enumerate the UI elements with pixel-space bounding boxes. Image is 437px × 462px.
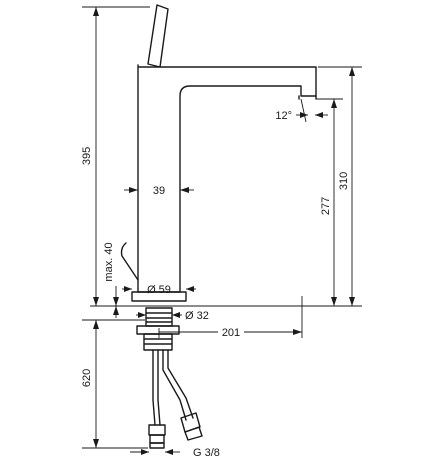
dim-outlet-height: 277 xyxy=(316,98,343,306)
dim-outlet-height-label: 277 xyxy=(320,197,332,215)
dim-spout-angle-label: 12° xyxy=(275,110,292,122)
supply-hoses xyxy=(148,349,203,449)
dim-total-height: 395 xyxy=(81,6,150,306)
dim-total-height-label: 395 xyxy=(81,147,93,165)
dim-max-deck: max. 40 xyxy=(103,242,139,318)
dim-base-diameter-label: Ø 59 xyxy=(147,284,171,296)
dim-spout-height: 310 xyxy=(318,66,362,306)
faucet-body xyxy=(137,64,317,293)
dim-hose-length-label: 620 xyxy=(81,369,93,387)
dim-base-diameter: Ø 59 xyxy=(122,284,196,296)
dim-hole-diameter-label: Ø 32 xyxy=(185,310,209,322)
dim-spout-reach-label: 201 xyxy=(222,327,240,339)
dim-connection-thread-label: G 3/8 xyxy=(193,447,220,459)
dim-spout-reach: 201 xyxy=(158,296,303,339)
dim-spout-height-label: 310 xyxy=(338,172,350,190)
dim-hose-length: 620 xyxy=(81,319,148,449)
dim-max-deck-label: max. 40 xyxy=(103,242,115,281)
dim-body-width-label: 39 xyxy=(153,185,165,197)
dim-body-width: 39 xyxy=(124,185,194,197)
dim-connection-thread: G 3/8 xyxy=(130,447,220,459)
dim-hole-diameter: Ø 32 xyxy=(136,310,209,322)
handle-lever xyxy=(147,4,169,68)
dim-spout-angle: 12° xyxy=(275,98,328,123)
base-plate xyxy=(131,291,187,302)
